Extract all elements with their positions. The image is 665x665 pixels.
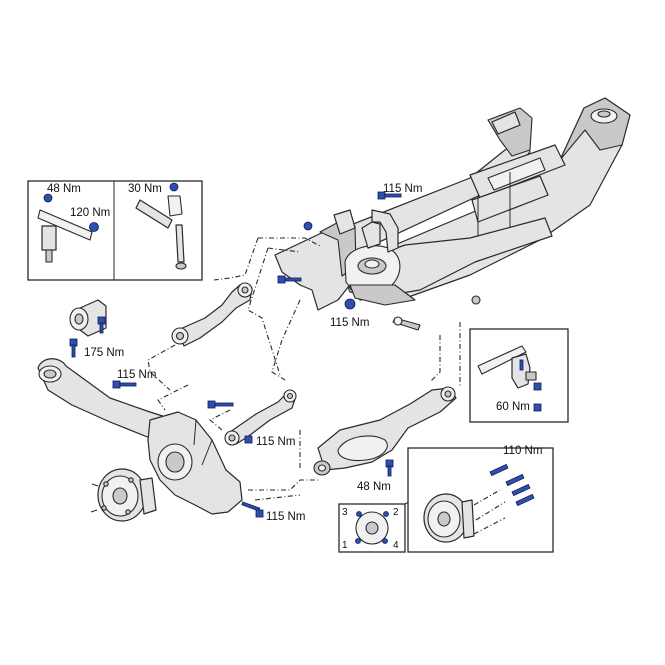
stabilizer-clamp-inset (469, 328, 569, 423)
trailing-arm (37, 358, 179, 441)
rear-subframe (274, 97, 631, 331)
bolt-icon (69, 338, 78, 358)
torque-label: 115 Nm (256, 436, 295, 448)
sequence-number: 1 (342, 540, 348, 551)
wheel-knuckle (147, 411, 243, 515)
nut-icon (43, 193, 53, 203)
torque-label: 115 Nm (266, 511, 305, 523)
bolt-icon (505, 473, 525, 487)
torque-label: 115 Nm (330, 317, 369, 329)
bolt-icon (519, 359, 542, 391)
torque-label: 48 Nm (357, 481, 391, 493)
sequence-bolt-icon (355, 511, 389, 544)
stabilizer-link-inset (27, 180, 203, 281)
upper-control-arm (171, 282, 253, 347)
bolt-icon (511, 483, 531, 497)
torque-label: 115 Nm (117, 369, 156, 381)
bolt-icon (97, 316, 106, 334)
assembly-guide-lines (147, 237, 461, 501)
bolt-icon (489, 463, 509, 477)
torque-label: 60 Nm (496, 401, 530, 413)
torque-label: 30 Nm (128, 183, 162, 195)
bolt-icon (241, 501, 264, 518)
bolt-icon (277, 275, 302, 284)
sequence-number: 3 (342, 507, 348, 518)
fasteners (43, 182, 542, 544)
sequence-number: 4 (393, 540, 399, 551)
control-arm-bushing (69, 299, 107, 337)
nut-icon (344, 298, 356, 310)
nut-icon (303, 221, 313, 231)
bolt-icon (377, 191, 402, 200)
bolt-icon (244, 435, 253, 444)
torque-label: 48 Nm (47, 183, 81, 195)
hub-bolt-sequence-inset (338, 494, 443, 553)
hub-assembly-inset (407, 447, 554, 553)
nut-icon (169, 182, 179, 192)
torque-label: 110 Nm (503, 445, 542, 457)
bolt-icon (207, 400, 234, 409)
nut-icon (89, 222, 99, 232)
torque-label: 175 Nm (84, 347, 124, 359)
bolt-icon (515, 493, 535, 507)
bolt-icon (385, 459, 394, 477)
bolt-icon (112, 380, 137, 389)
lower-spring-arm (313, 386, 457, 476)
wheel-hub-left (90, 468, 157, 522)
torque-labels: 48 Nm 120 Nm 30 Nm 175 Nm 115 Nm 115 Nm … (47, 183, 542, 551)
square-nut-icon (533, 403, 542, 412)
toe-link (224, 389, 297, 446)
torque-label: 115 Nm (383, 183, 422, 195)
torque-label: 120 Nm (70, 207, 110, 219)
sequence-number: 2 (393, 507, 399, 518)
